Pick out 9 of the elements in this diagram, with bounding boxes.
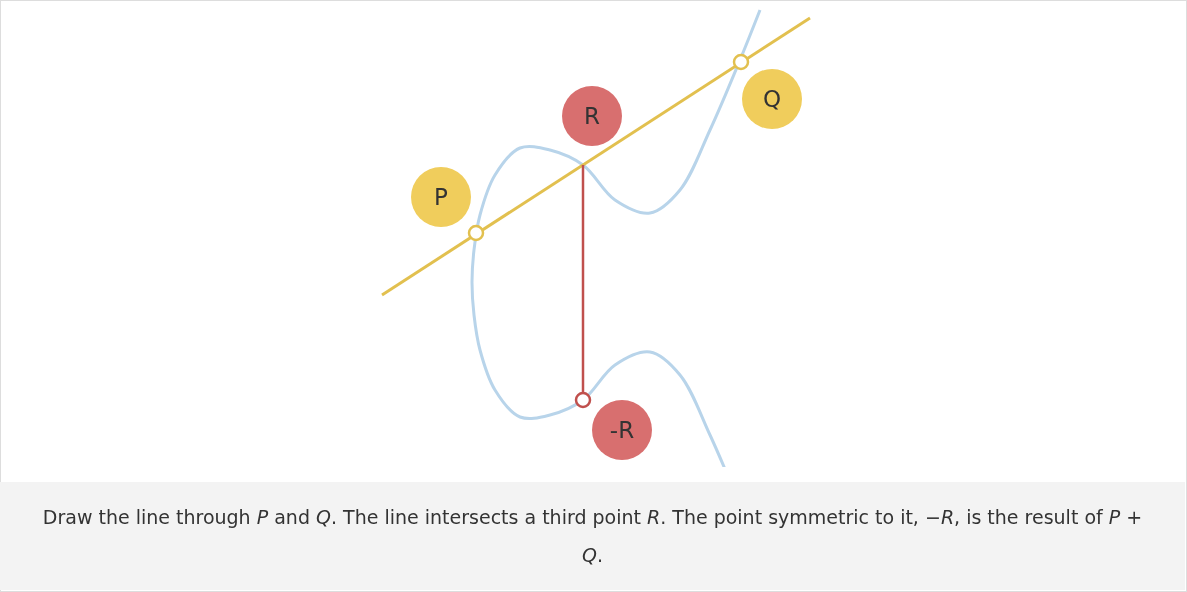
point-label-circle	[562, 86, 622, 146]
point-label-circle	[742, 69, 802, 129]
point-label-circle	[592, 400, 652, 460]
point-label: Q	[762, 86, 782, 112]
caption-text: Draw the line through P and Q. The line intersects a third point R. The point symmetric to it, −R, is the result of P + Q.	[41, 505, 1144, 568]
point-label: R	[584, 103, 600, 129]
point-label: -R	[609, 417, 635, 443]
point-label: P	[434, 184, 448, 210]
point-label-circle	[411, 167, 471, 227]
